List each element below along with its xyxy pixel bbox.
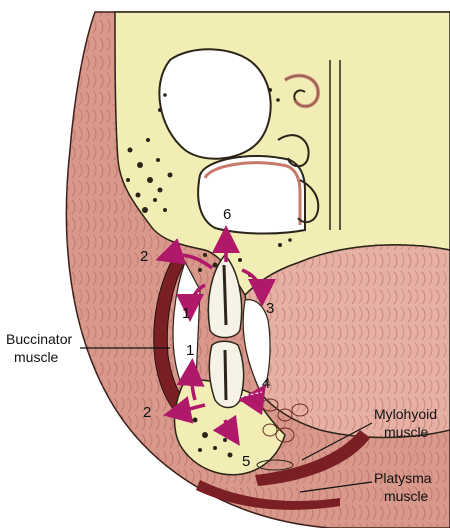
- arrow-number-1-upper: 1: [182, 305, 191, 322]
- platysma-leader-line: [299, 481, 373, 493]
- mylohyoid-muscle-band: [255, 430, 370, 486]
- arrow-number-5: 5: [242, 453, 251, 470]
- buccinator-label-line2: muscle: [14, 349, 59, 365]
- arrow-number-3: 3: [266, 300, 275, 317]
- mylohyoid-leader-line: [301, 422, 373, 461]
- maxillary-sinus: [158, 48, 272, 160]
- turbinate-lower: [297, 179, 320, 224]
- arrow-number-6: 6: [223, 206, 232, 223]
- mylohyoid-label-line2: muscle: [384, 424, 429, 440]
- mylohyoid-label-line1: Mylohyoid: [374, 406, 438, 422]
- arrow-1-lower: [176, 358, 205, 401]
- arrow-number-2-lower: 2: [143, 404, 152, 421]
- lower-tooth-canal: [223, 349, 228, 401]
- septum-lines: [329, 60, 341, 230]
- arrow-4-dashed: [235, 391, 263, 399]
- upper-tooth-canal: [222, 264, 228, 326]
- nasal-mucosa-outline: [203, 161, 302, 225]
- arrow-number-1-lower: 1: [186, 342, 195, 359]
- arrow-number-4: 4: [262, 375, 271, 392]
- arrow-5: [212, 414, 240, 446]
- platysma-label-line2: muscle: [384, 488, 429, 504]
- gland-lobules: [261, 398, 309, 443]
- platysma-muscle-band: [196, 480, 340, 510]
- platysma-label-line1: Platysma: [374, 470, 432, 486]
- arrow-1-upper: [176, 283, 206, 322]
- turbinate-upper-mucosa: [283, 73, 321, 109]
- arrow-2-upper: [155, 238, 214, 270]
- arrow-number-2-upper: 2: [140, 248, 149, 265]
- turbinate-middle: [277, 134, 310, 168]
- tongue-texture: [245, 244, 450, 438]
- buccinator-label-line1: Buccinator: [6, 331, 73, 347]
- spread-arrows: [155, 225, 276, 446]
- nasal-cavity: [197, 154, 306, 235]
- arrow-3: [241, 268, 276, 307]
- arrow-4: [238, 384, 266, 416]
- duct-shape: [256, 459, 294, 471]
- arrow-2-lower: [163, 396, 206, 424]
